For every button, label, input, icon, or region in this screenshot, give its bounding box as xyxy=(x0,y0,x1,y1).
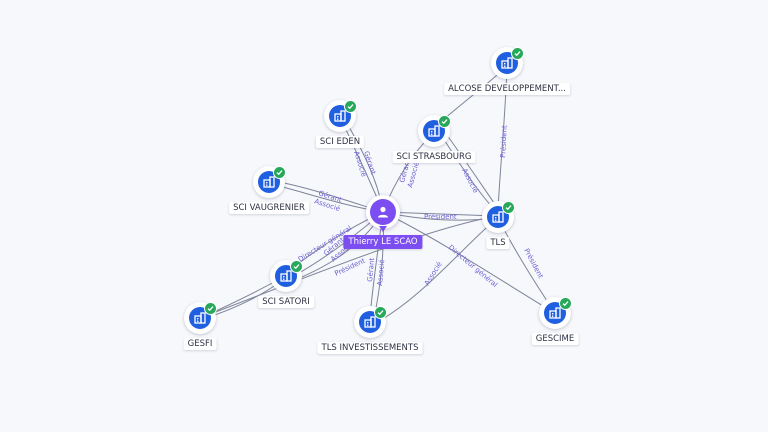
company-label: ALCOSE DEVELOPPEMENT... xyxy=(444,83,570,95)
company-label: GESCIME xyxy=(531,333,579,345)
verified-check-icon xyxy=(204,302,217,315)
company-label: GESFI xyxy=(183,338,217,350)
person-pin xyxy=(379,226,387,232)
relation-tlsinv-tls-associe: Associé xyxy=(423,260,444,287)
relation-gescime-dg: Directeur général xyxy=(447,243,499,289)
edge-person-tls xyxy=(382,211,498,217)
verified-check-icon xyxy=(502,201,515,214)
verified-check-icon xyxy=(511,47,524,60)
verified-check-icon xyxy=(374,306,387,319)
company-label: SCI EDEN xyxy=(315,136,365,148)
verified-check-icon xyxy=(438,115,451,128)
user-icon xyxy=(370,199,396,225)
verified-check-icon xyxy=(559,297,572,310)
company-label: SCI SATORI xyxy=(258,296,314,308)
company-label: TLS xyxy=(486,237,510,249)
relation-tlsinv-gerant: Gérant xyxy=(366,257,376,282)
verified-check-icon xyxy=(290,260,303,273)
verified-check-icon xyxy=(273,166,286,179)
relation-alcose-president: Président xyxy=(499,125,509,158)
person-name: Thierry LE SCAO xyxy=(343,235,423,249)
company-label: SCI STRASBOURG xyxy=(392,151,476,163)
relation-tls-associe: Associé xyxy=(460,167,479,194)
relation-tls-president: Président xyxy=(424,213,457,221)
edge-person-gescime xyxy=(382,211,554,313)
edge-tlsinv-tls xyxy=(371,219,496,326)
edge-gesfi-tls xyxy=(199,215,498,319)
edge-strasbourg-tls-2 xyxy=(441,127,500,211)
company-label: TLS INVESTISSEMENTS xyxy=(317,342,423,354)
relation-tls-gescime-president: Président xyxy=(522,247,545,280)
company-label: SCI VAUGRENIER xyxy=(229,202,309,214)
edge-tls-gescime xyxy=(499,221,554,311)
relation-tlsinv-associe: Associé xyxy=(376,259,386,286)
verified-check-icon xyxy=(344,100,357,113)
